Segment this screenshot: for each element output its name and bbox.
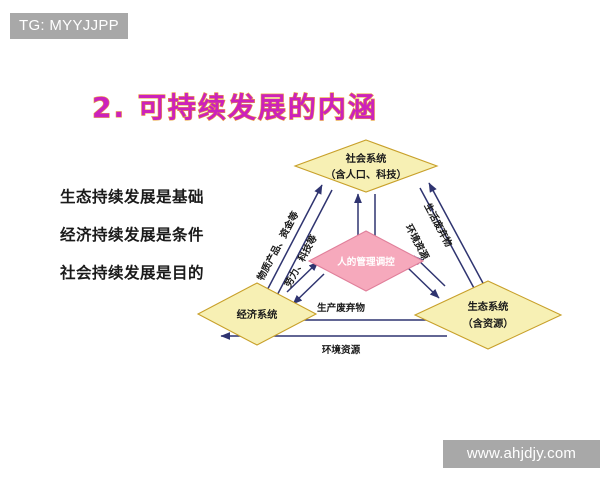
- statement-line-society: 社会持续发展是目的: [60, 263, 205, 282]
- edge-social-ecological: [419, 182, 492, 304]
- node-ecological-system-line1: 生态系统: [468, 300, 509, 313]
- node-social-system-line1: 社会系统: [345, 152, 387, 165]
- node-human-control-label: 人的管理调控: [337, 256, 395, 268]
- site-watermark: www.ahjdjy.com: [443, 440, 600, 468]
- node-ecological-system-line2: （含资源）: [463, 317, 514, 330]
- edge-label-production-waste: 生产废弃物: [317, 302, 365, 314]
- node-ecological-system[interactable]: 生态系统 （含资源）: [413, 280, 563, 350]
- svg-text:生活废弃物: 生活废弃物: [421, 201, 454, 249]
- svg-text:生产废弃物: 生产废弃物: [317, 302, 365, 314]
- node-economic-system[interactable]: 经济系统: [196, 282, 318, 346]
- sustainable-development-diagram: 社会系统 （含人口、科技） 经济系统 生态系统 （含资源） 人的管理调控 物质产…: [196, 139, 563, 356]
- node-social-system-line2: （含人口、科技）: [325, 168, 407, 181]
- page-title: 2. 可持续发展的内涵: [91, 90, 378, 124]
- node-human-control[interactable]: 人的管理调控: [307, 230, 425, 292]
- tg-badge: TG: MYYJJPP: [10, 13, 128, 39]
- svg-text:环境资源: 环境资源: [322, 344, 361, 356]
- edge-economic-social: [261, 184, 333, 306]
- node-economic-system-line1: 经济系统: [237, 308, 278, 321]
- node-social-system[interactable]: 社会系统 （含人口、科技）: [293, 139, 439, 193]
- edge-center-economic: [286, 261, 325, 305]
- edge-label-environmental-resources-bottom: 环境资源: [322, 344, 361, 356]
- statement-line-economy: 经济持续发展是条件: [60, 225, 205, 244]
- statement-list: 生态持续发展是基础 经济持续发展是条件 社会持续发展是目的: [60, 188, 250, 302]
- edge-label-living-waste: 生活废弃物: [421, 201, 454, 249]
- statement-line-ecology: 生态持续发展是基础: [60, 187, 205, 206]
